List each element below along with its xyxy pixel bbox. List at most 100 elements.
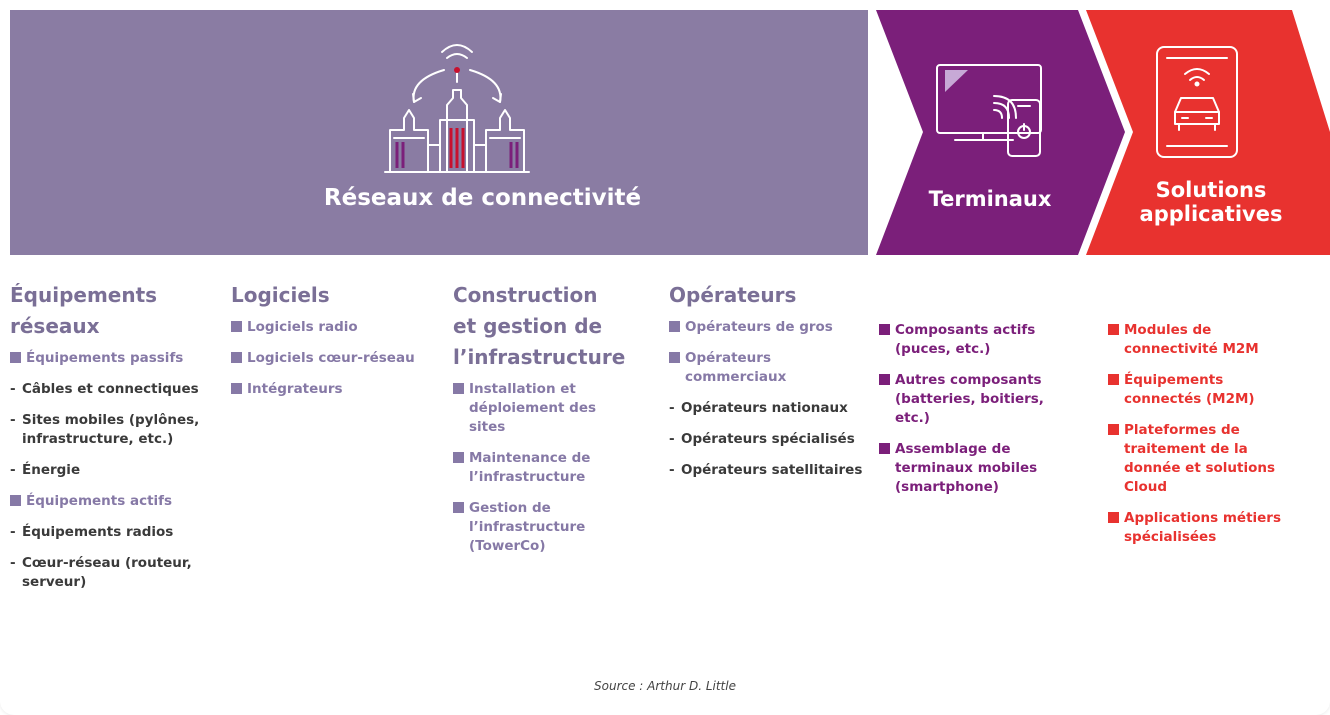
operateurs-heading: Opérateurs <box>669 283 797 307</box>
column-construction: Construction et gestion de l’infrastruct… <box>453 280 653 568</box>
equipements-heading: Équipements réseaux <box>10 280 220 342</box>
list-item-label: Sites mobiles (pylônes, infrastructure, … <box>22 412 200 447</box>
terminaux-title: Terminaux <box>928 187 1052 211</box>
list-item: Équipements passifs <box>10 349 220 368</box>
tablet-connected-car-icon <box>1156 46 1238 158</box>
square-bullet-icon <box>879 374 890 385</box>
list-item-label: Câbles et connectiques <box>22 381 199 397</box>
list-item-label: Opérateurs nationaux <box>681 400 848 416</box>
list-item: Intégrateurs <box>231 380 431 399</box>
list-item-label: Cœur-réseau (routeur, serveur) <box>22 555 192 590</box>
list-item: -Opérateurs satellitaires <box>669 461 869 480</box>
list-item-label: Opérateurs de gros <box>685 319 833 335</box>
column-logiciels: Logiciels Logiciels radio Logiciels cœur… <box>231 280 431 411</box>
list-item: -Énergie <box>10 461 220 480</box>
value-chain-banner: Réseaux de connectivité Terminaux Soluti… <box>10 10 1330 255</box>
list-item: Assemblage de terminaux mobiles (smartph… <box>879 440 1055 497</box>
square-bullet-icon <box>453 452 464 463</box>
dash-bullet-icon: - <box>669 431 675 447</box>
column-operateurs: Opérateurs Opérateurs de gros Opérateurs… <box>669 280 869 492</box>
construction-heading-line2: et gestion de <box>453 314 603 338</box>
list-item: Opérateurs de gros <box>669 318 869 337</box>
city-towers-antenna-icon <box>384 44 530 173</box>
solutions-title-line2: applicatives <box>1139 202 1283 226</box>
dash-bullet-icon: - <box>669 400 675 416</box>
construction-heading: Construction et gestion de l’infrastruct… <box>453 280 653 373</box>
list-item-label: Équipements radios <box>22 524 174 540</box>
list-item-label: Intégrateurs <box>247 381 343 397</box>
dash-bullet-icon: - <box>10 412 16 428</box>
operateurs-list: Opérateurs de gros Opérateurs commerciau… <box>669 318 869 480</box>
column-equipements-reseaux: Équipements réseaux Équipements passifs … <box>10 280 220 604</box>
column-solutions: Modules de connectivité M2M Équipements … <box>1108 321 1288 559</box>
list-item: -Opérateurs spécialisés <box>669 430 869 449</box>
terminaux-list: Composants actifs (puces, etc.) Autres c… <box>879 321 1079 497</box>
banner-shapes <box>10 10 1330 255</box>
list-item-label: Applications métiers spécialisées <box>1124 510 1281 545</box>
solutions-segment <box>1086 10 1330 255</box>
list-item: Composants actifs (puces, etc.) <box>879 321 1045 359</box>
square-bullet-icon <box>231 321 242 332</box>
list-item-label: Énergie <box>22 462 81 478</box>
logiciels-heading: Logiciels <box>231 283 330 307</box>
list-item: Logiciels cœur-réseau <box>231 349 431 368</box>
list-item-label: Maintenance de l’infrastructure <box>469 450 591 485</box>
square-bullet-icon <box>1108 324 1119 335</box>
list-item-label: Logiciels cœur-réseau <box>247 350 415 366</box>
list-item: -Opérateurs nationaux <box>669 399 869 418</box>
list-item: -Sites mobiles (pylônes, infrastructure,… <box>10 411 220 449</box>
list-item-label: Plateformes de traitement de la donnée e… <box>1124 422 1276 495</box>
list-item-label: Équipements actifs <box>26 493 173 509</box>
list-item: Modules de connectivité M2M <box>1108 321 1284 359</box>
list-item: Équipements connectés (M2M) <box>1108 371 1264 409</box>
list-item: Applications métiers spécialisées <box>1108 509 1294 547</box>
list-item-label: Logiciels radio <box>247 319 358 335</box>
list-item-label: Installation et déploiement des sites <box>469 381 597 435</box>
solutions-title: Solutions applicatives <box>1098 178 1324 226</box>
list-item: Logiciels radio <box>231 318 431 337</box>
square-bullet-icon <box>669 321 680 332</box>
reseaux-title: Réseaux de connectivité <box>323 185 642 211</box>
list-item-label: Opérateurs satellitaires <box>681 462 863 478</box>
construction-heading-line1: Construction <box>453 283 598 307</box>
list-item-label: Composants actifs (puces, etc.) <box>895 322 1036 357</box>
square-bullet-icon <box>1108 512 1119 523</box>
square-bullet-icon <box>1108 424 1119 435</box>
equipements-heading-line2: réseaux <box>10 314 100 338</box>
square-bullet-icon <box>231 352 242 363</box>
dash-bullet-icon: - <box>10 381 16 397</box>
list-item-label: Équipements connectés (M2M) <box>1124 372 1255 407</box>
list-item-label: Autres composants (batteries, boitiers, … <box>895 372 1044 426</box>
equipements-list: Équipements passifs -Câbles et connectiq… <box>10 349 220 592</box>
list-item: -Équipements radios <box>10 523 220 542</box>
antenna-dot <box>454 67 460 73</box>
list-item: -Cœur-réseau (routeur, serveur) <box>10 554 220 592</box>
list-item-label: Modules de connectivité M2M <box>1124 322 1259 357</box>
list-item-label: Opérateurs commerciaux <box>685 350 787 385</box>
square-bullet-icon <box>879 443 890 454</box>
column-terminaux: Composants actifs (puces, etc.) Autres c… <box>879 321 1079 509</box>
square-bullet-icon <box>453 502 464 513</box>
list-item-label: Gestion de l’infrastructure (TowerCo) <box>469 500 586 554</box>
list-item-label: Opérateurs spécialisés <box>681 431 855 447</box>
square-bullet-icon <box>669 352 680 363</box>
square-bullet-icon <box>10 352 21 363</box>
square-bullet-icon <box>453 383 464 394</box>
dash-bullet-icon: - <box>10 524 16 540</box>
list-item-label: Équipements passifs <box>26 350 184 366</box>
solutions-list: Modules de connectivité M2M Équipements … <box>1108 321 1288 547</box>
square-bullet-icon <box>10 495 21 506</box>
logiciels-list: Logiciels radio Logiciels cœur-réseau In… <box>231 318 431 399</box>
list-item-label: Assemblage de terminaux mobiles (smartph… <box>895 441 1038 495</box>
building-windows <box>395 128 519 168</box>
construction-heading-line3: l’infrastructure <box>453 345 626 369</box>
dash-bullet-icon: - <box>669 462 675 478</box>
dash-bullet-icon: - <box>10 462 16 478</box>
list-item: Installation et déploiement des sites <box>453 380 623 437</box>
list-item: Équipements actifs <box>10 492 220 511</box>
equipements-heading-line1: Équipements <box>10 283 158 307</box>
list-item: Plateformes de traitement de la donnée e… <box>1108 421 1294 497</box>
square-bullet-icon <box>1108 374 1119 385</box>
list-item: Maintenance de l’infrastructure <box>453 449 623 487</box>
dash-bullet-icon: - <box>10 555 16 571</box>
